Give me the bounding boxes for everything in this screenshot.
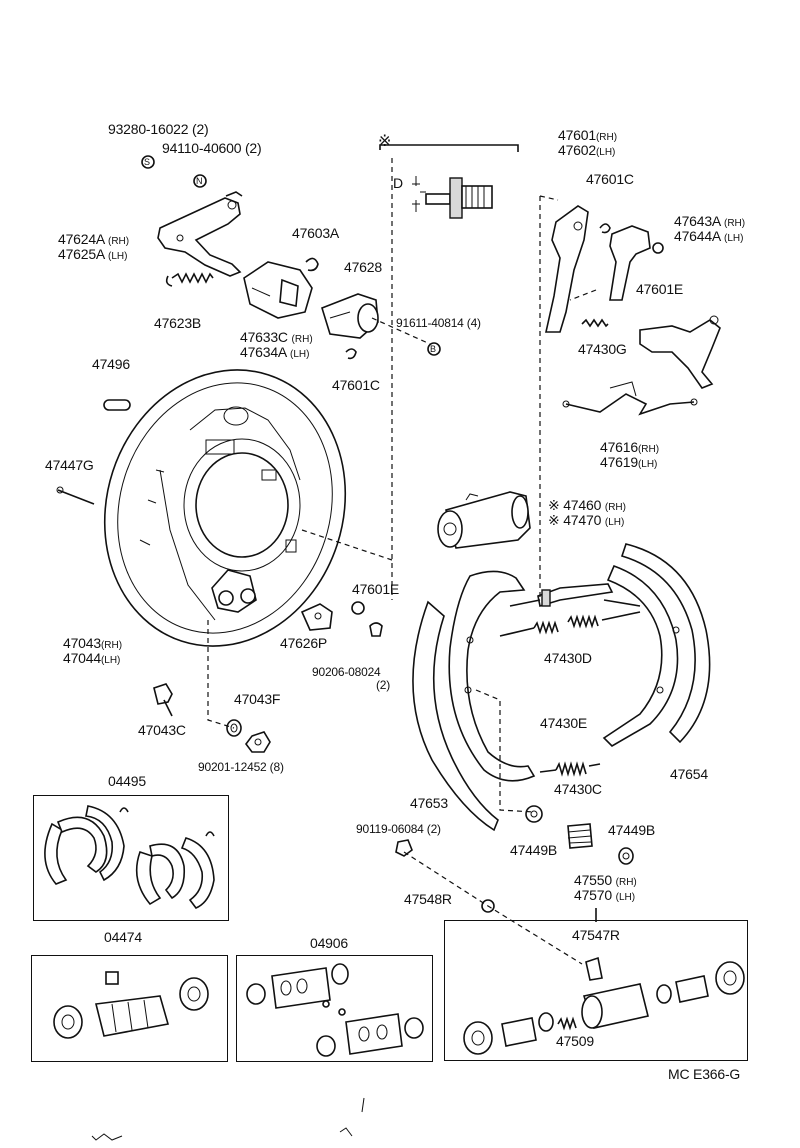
parking-lever-right-illustration [639, 315, 721, 389]
clip-47601c-illustration [345, 348, 357, 360]
lever-47601-illustration [545, 205, 589, 333]
label-91611: 91611-40814 (4) [396, 316, 481, 330]
label-47634a: 47634A (LH) [240, 344, 310, 361]
label-90201: 90201-12452 (8) [198, 760, 284, 774]
label-47625a: 47625A (LH) [58, 246, 128, 263]
label-93280: 93280-16022 (2) [108, 121, 209, 137]
label-47633c: 47633C (RH) [240, 329, 313, 346]
spring-47430d-illustration [499, 611, 641, 637]
kit-04474-box [31, 955, 228, 1062]
label-47603a: 47603A [292, 225, 340, 241]
label-47547r: 47547R [572, 927, 620, 943]
cup-47449b-right-illustration [618, 847, 634, 865]
label-47643a: 47643A (RH) [674, 213, 746, 230]
clip-47626p-illustration [300, 603, 333, 631]
cup-47449b-left-illustration [525, 805, 543, 823]
label-47570: 47570 (LH) [574, 887, 636, 904]
label-47430g: 47430G [578, 341, 627, 357]
label-47601c-right: 47601C [586, 171, 634, 187]
label-47447g: 47447G [45, 457, 94, 473]
label-47601: 47601(RH) [558, 127, 618, 144]
kit-label-04906: 04906 [310, 935, 348, 951]
label-47654: 47654 [670, 766, 708, 782]
kit-04474-cylinder-illustration [53, 971, 209, 1039]
wheel-cylinder-kit-illustration [463, 956, 745, 1055]
label-47653: 47653 [410, 795, 448, 811]
label-47470: ※ 47470 (LH) [548, 512, 625, 529]
symbol-s: S [144, 157, 150, 167]
label-47460: ※ 47460 (RH) [548, 497, 626, 514]
spring-47430e-illustration [539, 761, 601, 777]
label-47548r: 47548R [404, 891, 452, 907]
wheel-cylinder-illustration [437, 491, 531, 549]
plug-47496-illustration [103, 399, 131, 411]
washer-90206-illustration [369, 622, 383, 637]
kit-04495-shoes-illustration [44, 805, 215, 909]
bolt-47043c-illustration [153, 683, 173, 717]
label-47619: 47619(LH) [600, 454, 658, 471]
label-47449b-right: 47449B [608, 822, 656, 838]
adjuster-housing-illustration [243, 257, 319, 319]
backing-plate-illustration [103, 369, 347, 647]
kit-04906-box [236, 955, 433, 1062]
label-47496: 47496 [92, 356, 130, 372]
label-47044: 47044(LH) [63, 650, 121, 667]
label-94110: 94110-40600 (2) [162, 140, 262, 156]
label-90206: 90206-08024 [312, 665, 381, 679]
symbol-n: N [196, 176, 203, 186]
plug-cap-illustration [321, 293, 379, 339]
label-47601e-right: 47601E [636, 281, 684, 297]
brake-shoe-47653-illustration [412, 570, 536, 832]
nut-47043f-illustration [245, 731, 271, 753]
spring-47430g-illustration [581, 318, 609, 328]
label-47616: 47616(RH) [600, 439, 660, 456]
kit-04906-seals-illustration [246, 963, 424, 1057]
lever-47643a-illustration [599, 223, 664, 301]
return-spring-illustration [165, 272, 214, 287]
brake-shoe-47654-illustration [602, 543, 711, 748]
label-47602: 47602(LH) [558, 142, 616, 159]
kit-label-04474: 04474 [104, 929, 142, 945]
dimension-d: D [393, 175, 403, 191]
label-47430d: 47430D [544, 650, 592, 666]
pin-47447g-illustration [56, 486, 95, 505]
label-47644a: 47644A (LH) [674, 228, 744, 245]
label-47624a: 47624A (RH) [58, 231, 130, 248]
label-47601e-mid: 47601E [352, 581, 400, 597]
cap-small-mid-illustration [351, 601, 365, 615]
label-47430c: 47430C [554, 781, 602, 797]
scan-specks [91, 1097, 365, 1141]
label-47430e: 47430E [540, 715, 588, 731]
kit-04495-box [33, 795, 229, 921]
symbol-b: B [430, 344, 436, 354]
strut-47616-illustration [562, 381, 698, 416]
label-47601c-left: 47601C [332, 377, 380, 393]
label-90206-qty: (2) [376, 678, 391, 692]
label-47043: 47043(RH) [63, 635, 123, 652]
label-47509: 47509 [556, 1033, 594, 1049]
kit-label-04495: 04495 [108, 773, 146, 789]
symbol-circles [141, 155, 441, 356]
asterisk-marker: ※ [378, 133, 392, 150]
label-47628: 47628 [344, 259, 382, 275]
kit-47547r-box [444, 920, 748, 1061]
adjuster-47460-illustration [509, 583, 641, 608]
label-47449b-left: 47449B [510, 842, 558, 858]
adjuster-bolt-detail-illustration [379, 144, 519, 219]
parking-brake-lever-illustration [157, 191, 243, 277]
pin-90119-illustration [395, 839, 413, 857]
leader-lines [207, 158, 597, 965]
label-47043c: 47043C [138, 722, 186, 738]
spring-47449b-illustration [567, 823, 593, 849]
footer-code: MC E366-G [668, 1066, 741, 1082]
label-47043f: 47043F [234, 691, 281, 707]
label-90119: 90119-06084 (2) [356, 822, 441, 836]
label-47623b: 47623B [154, 315, 202, 331]
label-47626p: 47626P [280, 635, 328, 651]
label-47550: 47550 (RH) [574, 872, 637, 889]
